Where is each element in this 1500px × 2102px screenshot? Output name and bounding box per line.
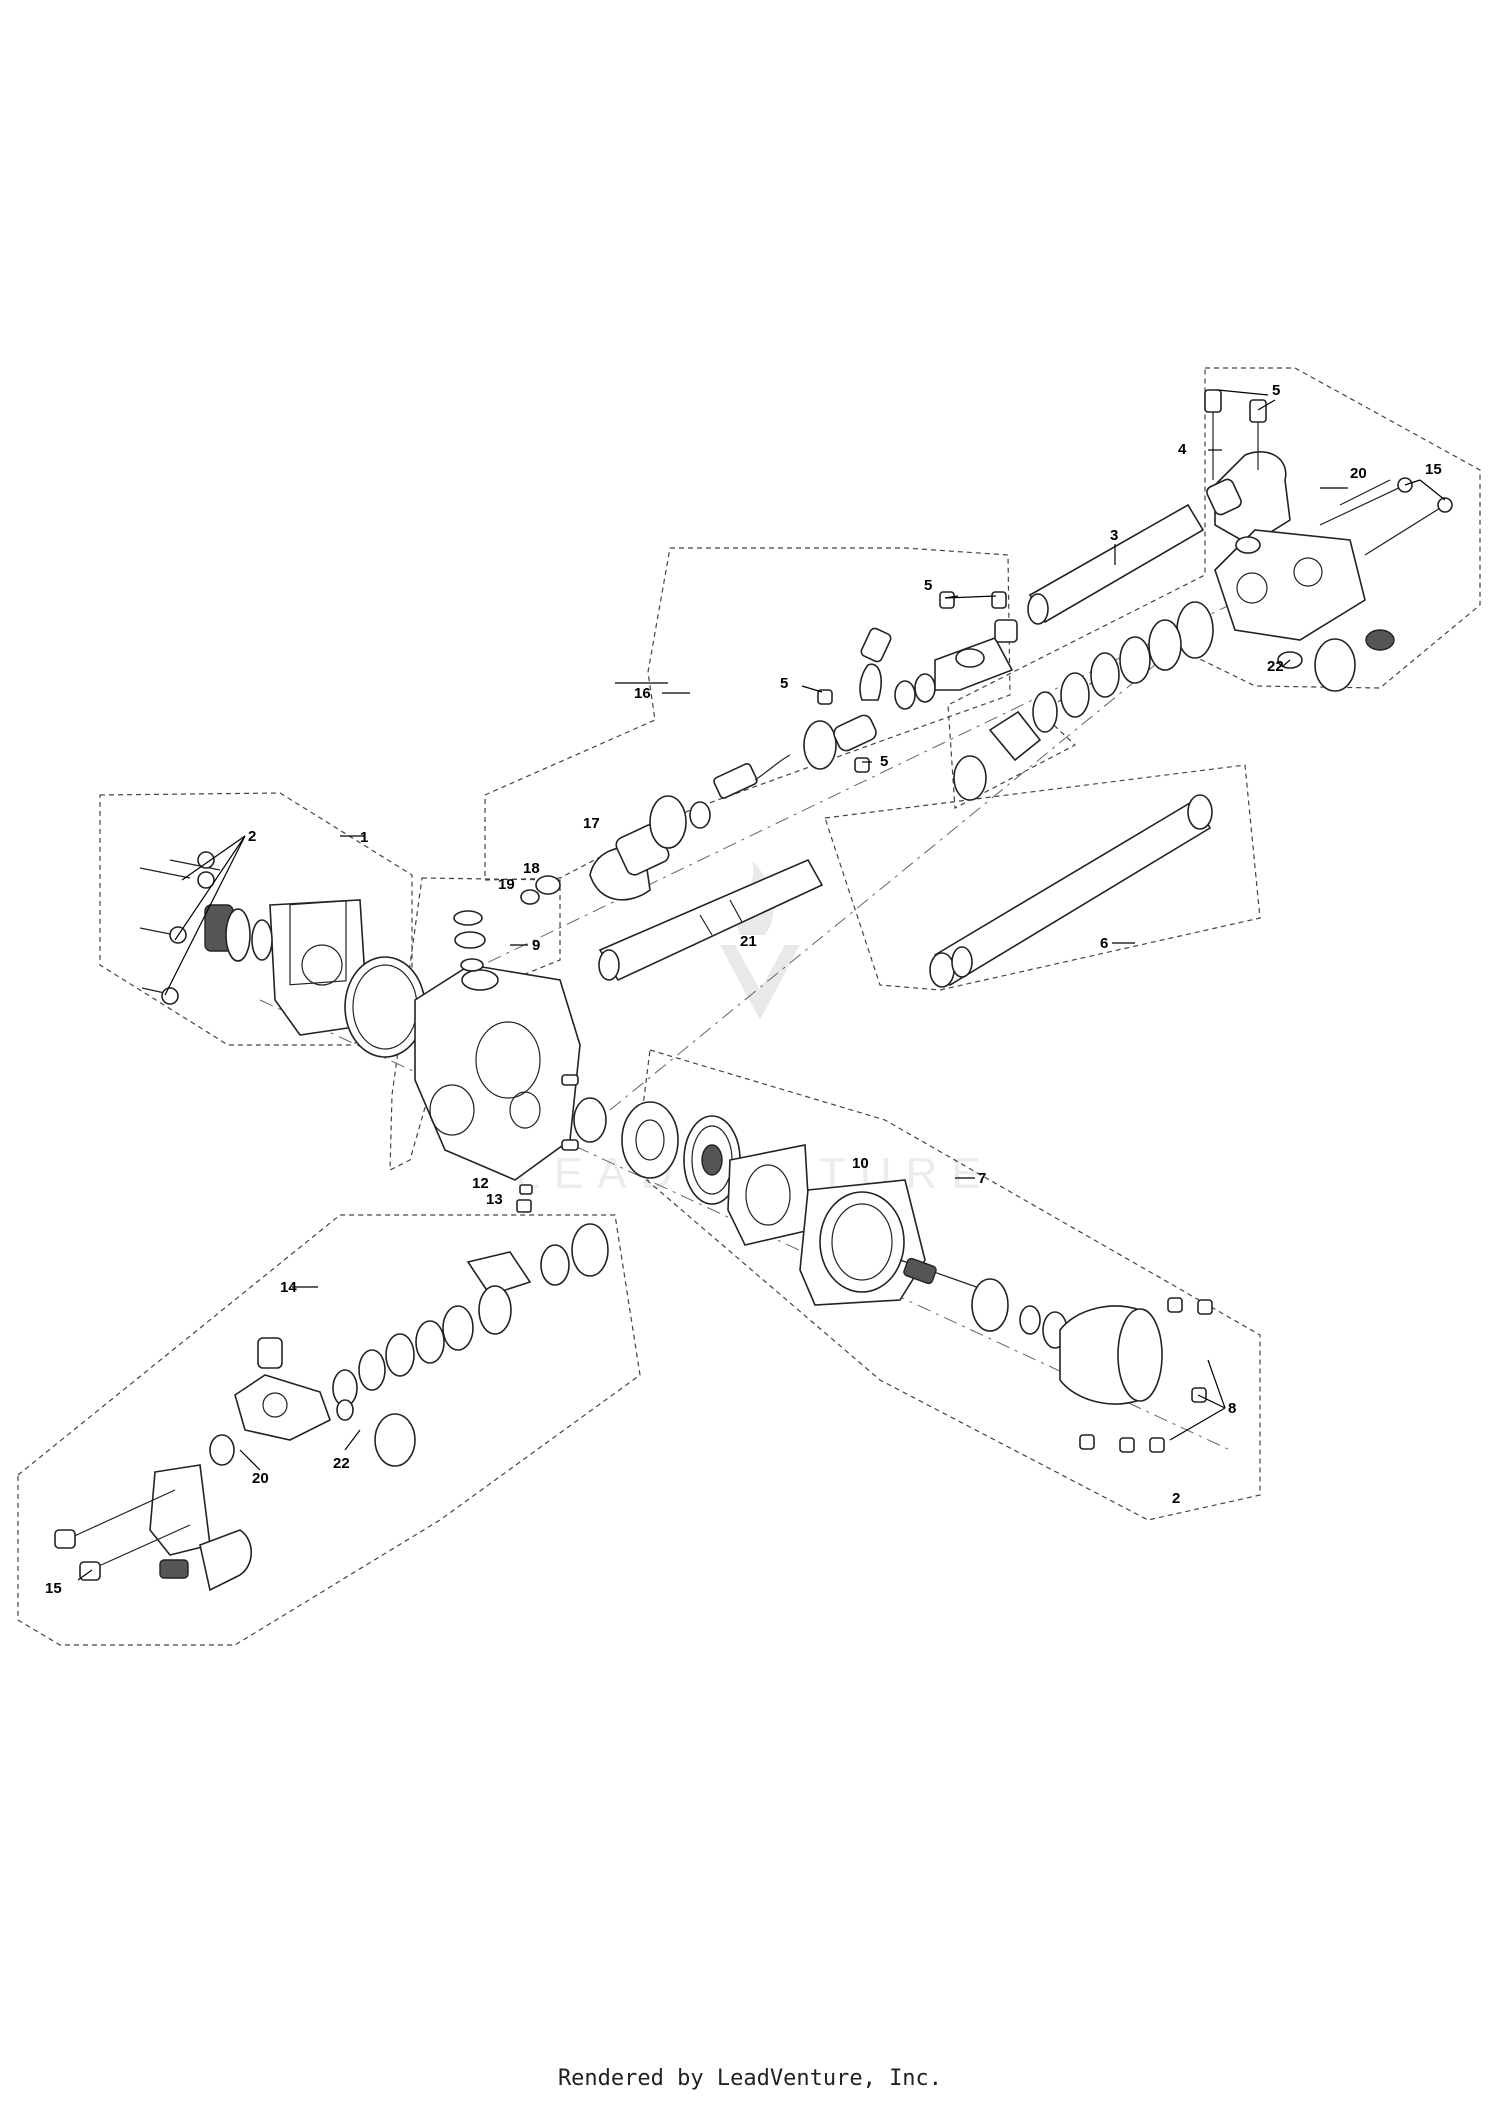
box-housing-group — [389, 877, 561, 1171]
callout-8: 8 — [1228, 1400, 1236, 1417]
part-16-valve-assembly — [520, 591, 1018, 905]
callout-12: 12 — [472, 1175, 489, 1192]
callout-22-left: 22 — [333, 1455, 350, 1472]
callout-15-right: 15 — [1425, 461, 1442, 478]
callout-1: 1 — [360, 829, 368, 846]
callout-2-front: 2 — [248, 828, 256, 845]
callout-20-left: 20 — [252, 1470, 269, 1487]
part-4-manifold-head — [1204, 389, 1291, 546]
box-gear-group — [634, 1049, 1261, 1521]
callout-14: 14 — [280, 1279, 297, 1296]
part-3-pipe — [1027, 503, 1205, 625]
box-shaft-group — [824, 764, 1261, 991]
footer-credit: Rendered by LeadVenture, Inc. — [557, 2066, 943, 2091]
part-right-manifold-block — [953, 477, 1453, 801]
callout-labels: 1 2 2 3 4 5 5 5 5 6 7 8 9 10 12 13 14 15… — [45, 382, 1442, 1597]
callout-2-gearbox: 2 — [1172, 1490, 1180, 1507]
callout-3: 3 — [1110, 527, 1118, 544]
part-output-shaft — [899, 1257, 1213, 1453]
bolt-set-left-manifold — [54, 1489, 191, 1581]
callout-4: 4 — [1178, 441, 1187, 458]
callout-18: 18 — [523, 860, 540, 877]
part-9-washer-stack — [453, 910, 486, 972]
box-left-manifold-group — [17, 1214, 641, 1646]
callout-22-right: 22 — [1267, 658, 1284, 675]
seal-stack-right — [953, 601, 1214, 801]
leader-lines — [77, 389, 1446, 1581]
callout-13: 13 — [486, 1191, 503, 1208]
part-pump-housing — [414, 964, 581, 1181]
callout-21: 21 — [740, 933, 757, 950]
callout-16: 16 — [634, 685, 651, 702]
callout-17: 17 — [583, 815, 600, 832]
callout-5-valve-right: 5 — [880, 753, 888, 770]
callout-6: 6 — [1100, 935, 1108, 952]
part-6-sleeve — [929, 794, 1213, 988]
box-right-manifold-group — [947, 367, 1481, 809]
callout-7: 7 — [978, 1170, 986, 1187]
callout-20-right: 20 — [1350, 465, 1367, 482]
part-10-gearbox-cover — [727, 1144, 926, 1306]
seal-stack-left — [332, 1223, 609, 1407]
callout-5-valve-left: 5 — [780, 675, 788, 692]
part-front-cover — [139, 851, 426, 1058]
part-bearings-and-gear — [516, 1074, 741, 1213]
callout-10: 10 — [852, 1155, 869, 1172]
box-valve-group — [484, 547, 1011, 881]
callout-5-top: 5 — [1272, 382, 1280, 399]
callout-19: 19 — [498, 876, 515, 893]
part-21-shaft — [598, 858, 824, 982]
part-left-manifold-group — [54, 1223, 609, 1592]
callout-15-left: 15 — [45, 1580, 62, 1597]
callout-5-valve-top: 5 — [924, 577, 932, 594]
callout-9: 9 — [532, 937, 540, 954]
bolt-set-right-manifold — [1319, 477, 1453, 556]
